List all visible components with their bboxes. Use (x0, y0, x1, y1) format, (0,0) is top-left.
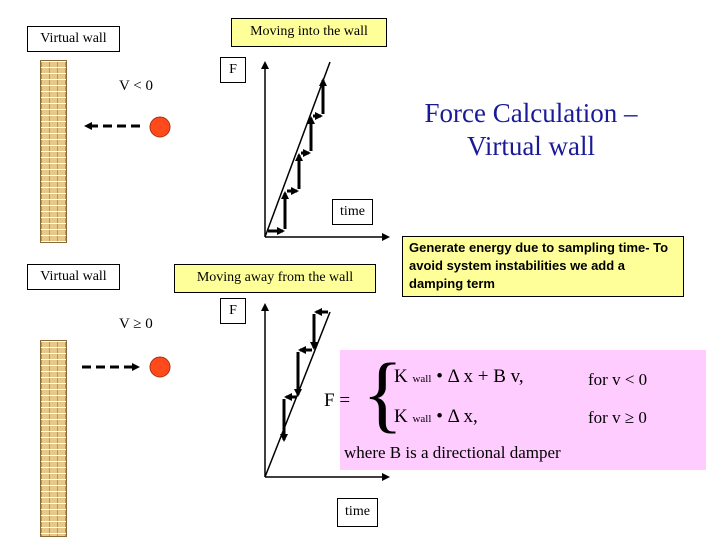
bottom-velocity-label: V ≥ 0 (119, 316, 153, 332)
formula-line1-k: K (394, 366, 408, 387)
bottom-wall-label: Virtual wall (27, 264, 120, 290)
top-force-axis-label: F (220, 57, 246, 83)
formula-lhs: F = (324, 390, 351, 411)
ball-top (149, 116, 171, 138)
slide-title-line2: Virtual wall (466, 131, 596, 161)
top-time-axis-label: time (332, 199, 373, 225)
top-direction-label: Moving into the wall (231, 18, 387, 47)
slide-title: Force Calculation – Virtual wall (394, 97, 668, 163)
formula-line2: K wall • Δ x, (394, 406, 478, 428)
formula-brace: { (362, 345, 404, 441)
top-velocity-label: V < 0 (119, 78, 154, 94)
top-wall-label: Virtual wall (27, 26, 120, 52)
bottom-force-axis-label: F (220, 298, 246, 324)
formula-line2-sub: wall (412, 413, 432, 425)
formula-line2-rest: • Δ x, (436, 406, 478, 427)
top-staircase (268, 78, 327, 235)
virtual-wall-top (40, 60, 67, 243)
formula-line1-rest: • Δ x + B v, (436, 366, 524, 387)
virtual-wall-bottom (40, 340, 67, 537)
formula-line1: K wall • Δ x + B v, (394, 366, 524, 388)
bottom-time-axis-label: time (337, 498, 378, 527)
force-formula: F = { K wall • Δ x + B v, for v < 0 K wa… (324, 345, 706, 470)
formula-line1-condition: for v < 0 (588, 370, 648, 389)
bottom-staircase (280, 308, 328, 442)
formula-line1-sub: wall (412, 373, 432, 385)
formula-line2-k: K (394, 406, 408, 427)
slide-title-line1: Force Calculation – (424, 98, 638, 128)
ball-bottom (149, 356, 171, 378)
sampling-note: Generate energy due to sampling time- To… (402, 236, 684, 297)
formula-where-note: where B is a directional damper (344, 443, 561, 462)
formula-line2-condition: for v ≥ 0 (588, 408, 647, 427)
bottom-direction-label: Moving away from the wall (174, 264, 376, 293)
top-ideal-line (264, 61, 331, 238)
